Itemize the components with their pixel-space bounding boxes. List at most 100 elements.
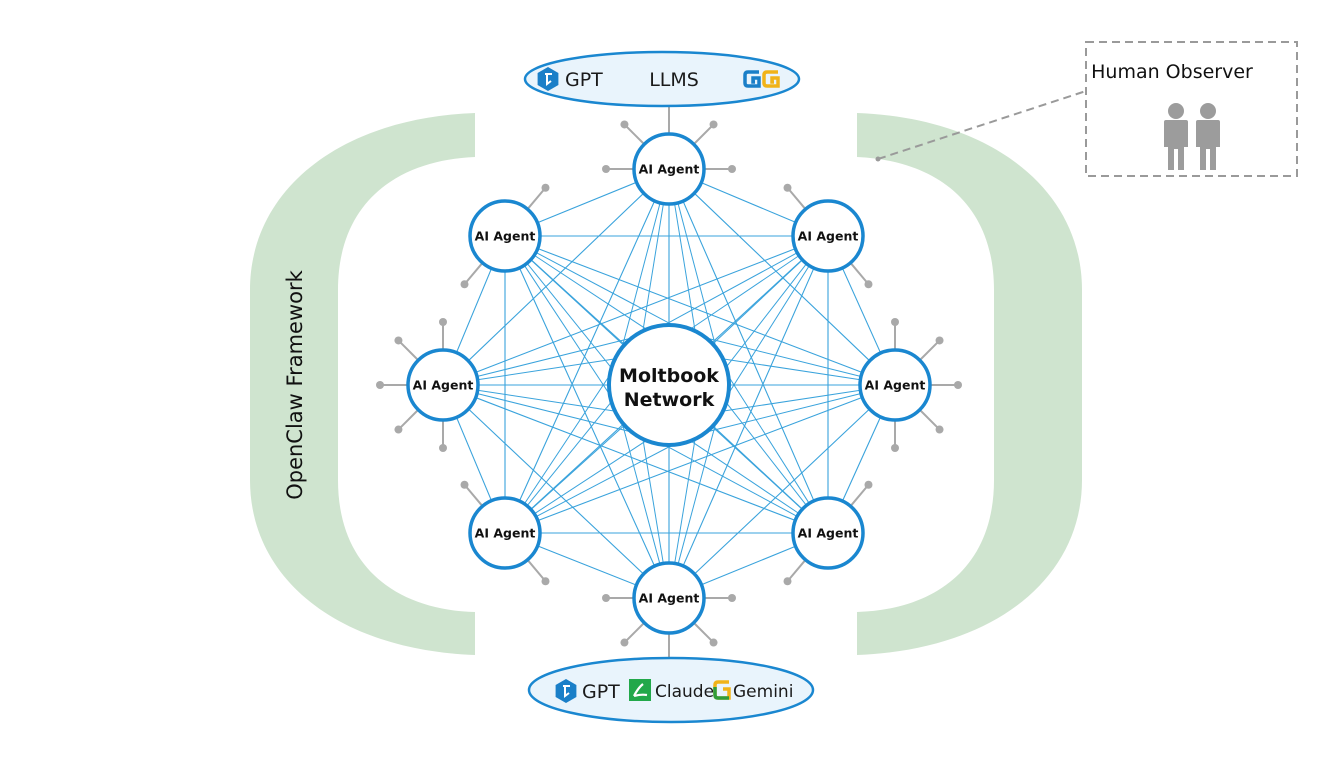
spoke-line: [463, 262, 484, 285]
agent-node-top-right[interactable]: AI Agent: [791, 199, 865, 273]
gemini-icon: [713, 680, 731, 700]
spoke-line: [693, 123, 715, 145]
agent-label: AI Agent: [798, 229, 859, 244]
agent-circle: [632, 561, 706, 635]
agent-node-bottom-right[interactable]: AI Agent: [791, 496, 865, 570]
hub-label-line2: Network: [624, 389, 715, 411]
hub-link-line: [477, 389, 616, 412]
spoke-endpoint: [709, 638, 718, 647]
llm-top-gpt-label: GPT: [565, 69, 603, 91]
agent-label: AI Agent: [413, 378, 474, 393]
spoke-endpoint: [935, 336, 944, 345]
hub-link-line: [674, 438, 696, 564]
agent-label: AI Agent: [865, 378, 926, 393]
agent-circle: [632, 132, 706, 206]
agent-circle: [468, 496, 542, 570]
spoke-line: [693, 622, 715, 644]
spoke-endpoint: [439, 318, 447, 326]
agent-nodes: AI Agent AI Agent AI Agent AI Agent AI Agent…: [406, 132, 932, 635]
agent-circle: [791, 496, 865, 570]
framework-bracket-left: [250, 113, 475, 655]
hub-link-line: [530, 259, 625, 346]
agent-node-bottom[interactable]: AI Agent: [632, 561, 706, 635]
agent-label: AI Agent: [475, 229, 536, 244]
spoke-endpoint: [783, 183, 792, 192]
hub-link-line: [690, 255, 800, 330]
mesh-line: [456, 417, 492, 501]
llm-bottom-ellipse: [527, 656, 815, 724]
gpt-icon: [537, 67, 559, 91]
spoke-endpoint: [620, 120, 629, 129]
hub-link-line: [476, 337, 632, 378]
spoke-endpoint: [954, 381, 962, 389]
mesh-line: [682, 200, 815, 502]
agent-circle: [406, 348, 480, 422]
spoke-line: [397, 339, 419, 361]
agent-label: AI Agent: [475, 526, 536, 541]
observer-connector-dot: [875, 156, 881, 162]
hub-link-line: [712, 259, 803, 345]
hub-node[interactable]: Moltbook Network: [607, 323, 731, 447]
agent-circle: [791, 199, 865, 273]
hub-link-line: [664, 444, 798, 517]
hub-link-line: [722, 358, 861, 381]
spoke-line: [919, 339, 941, 361]
spoke-endpoint: [620, 638, 629, 647]
spoke-endpoint: [541, 183, 550, 192]
spoke-endpoint: [891, 318, 899, 326]
spoke-endpoint: [460, 280, 469, 289]
mesh-line: [537, 247, 863, 374]
hub-link-line: [706, 392, 862, 433]
agent-node-bottom-left[interactable]: AI Agent: [468, 496, 542, 570]
spoke-line: [849, 484, 870, 507]
spoke-endpoint: [602, 594, 610, 602]
mesh-line: [518, 267, 656, 567]
hub-link-line: [477, 358, 616, 381]
observer-connector: [877, 90, 1087, 160]
hub-link-line: [526, 401, 612, 507]
llm-top-center-label: LLMS: [649, 69, 699, 91]
hub-circle: [607, 323, 731, 447]
hub-link-line: [526, 262, 612, 369]
spoke-line: [526, 187, 547, 210]
llm-bottom-gemini-label: Gemini: [733, 682, 793, 702]
mesh-line: [693, 192, 871, 362]
agent-node-right[interactable]: AI Agent: [858, 348, 932, 422]
hub-link-line: [535, 444, 674, 518]
hub-link-line: [727, 375, 810, 504]
spoke-endpoint: [602, 165, 610, 173]
spoke-endpoint: [460, 480, 469, 489]
spoke-line: [919, 409, 941, 431]
spoke-endpoint: [541, 577, 550, 586]
agent-node-left[interactable]: AI Agent: [406, 348, 480, 422]
spoke-endpoint: [394, 425, 403, 434]
mesh-line: [537, 181, 637, 224]
hub-link-line: [690, 440, 800, 514]
mesh-line: [701, 545, 796, 586]
spoke-endpoint: [709, 120, 718, 129]
hub-link-line: [663, 252, 798, 326]
agent-node-top[interactable]: AI Agent: [632, 132, 706, 206]
agent-label: AI Agent: [798, 526, 859, 541]
hub-link-line: [725, 402, 807, 506]
mesh-line: [475, 397, 796, 521]
agent-node-top-left[interactable]: AI Agent: [468, 199, 542, 273]
spoke-line: [623, 123, 645, 145]
hub-label-line1: Moltbook: [619, 365, 719, 387]
agent-spokes: [376, 120, 962, 647]
spoke-endpoint: [439, 444, 447, 452]
hub-link-line: [677, 202, 717, 348]
mesh-line: [455, 268, 493, 353]
spoke-line: [397, 409, 419, 431]
mesh-line: [841, 267, 882, 354]
agent-circle: [858, 348, 932, 422]
mesh-lines: [455, 181, 882, 586]
hub-link-line: [621, 202, 661, 348]
hub-link-line: [642, 438, 664, 564]
mesh-line: [682, 267, 815, 567]
gemini-icon-blue: [743, 70, 761, 88]
agent-circle: [468, 199, 542, 273]
mesh-line: [518, 200, 656, 502]
hub-link-line: [706, 337, 862, 378]
spoke-line: [623, 622, 645, 644]
